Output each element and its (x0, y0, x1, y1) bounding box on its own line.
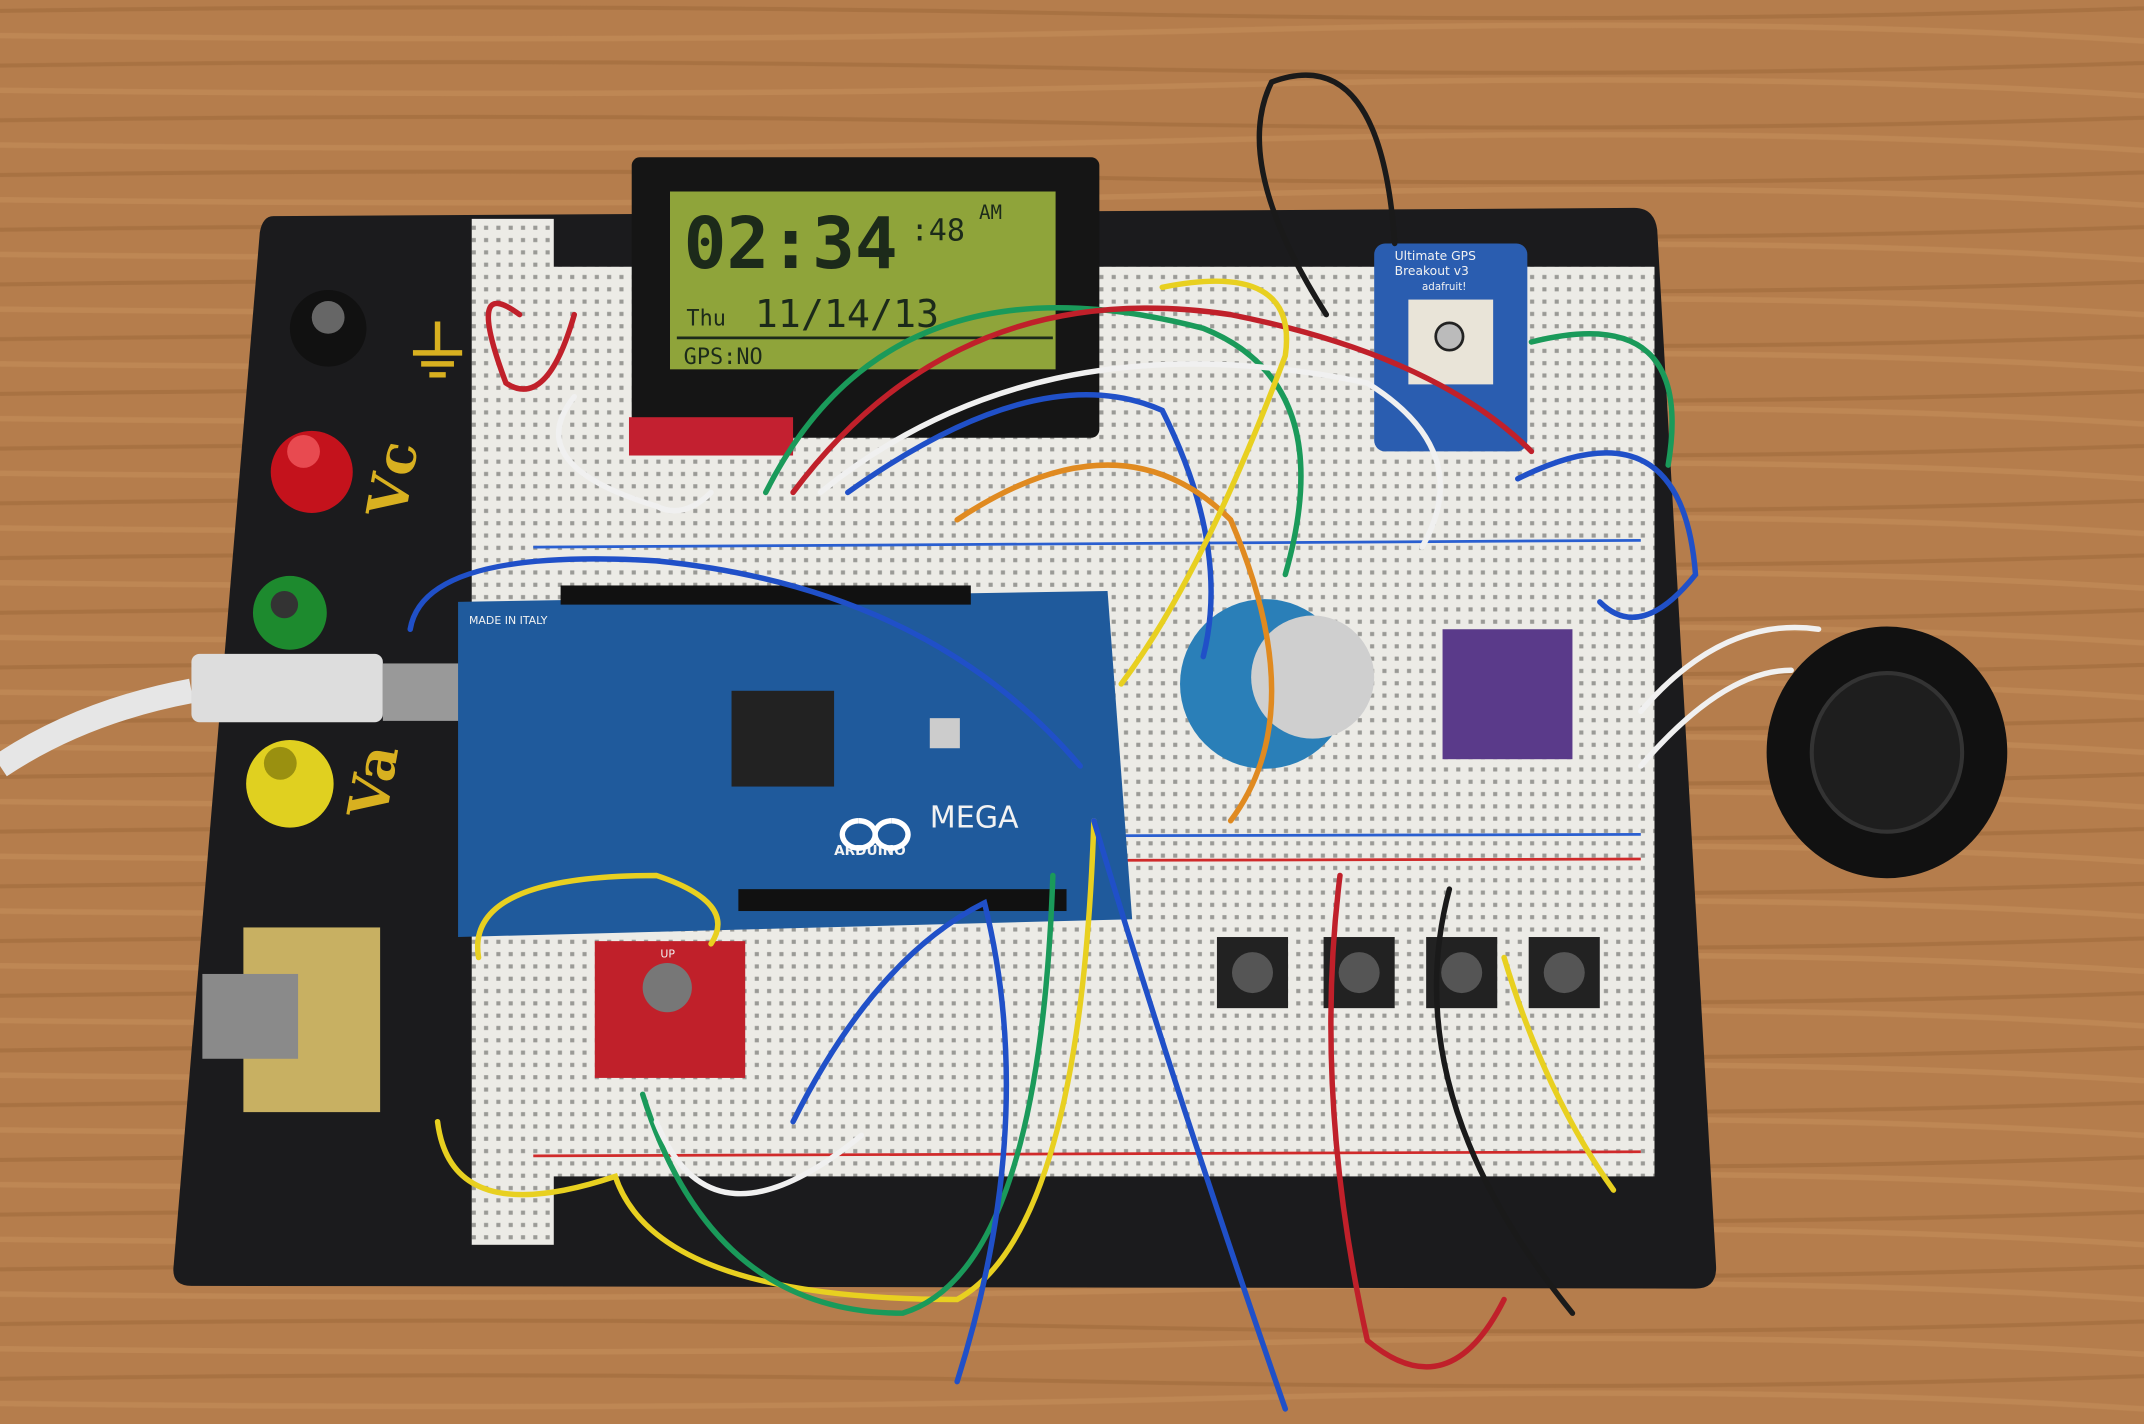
jumper-wires (407, 72, 1822, 1412)
microcontroller-chip (731, 690, 835, 787)
gps-brand: adafruit! (1422, 281, 1466, 293)
reset-button[interactable] (929, 718, 960, 749)
usb-plug-metal (382, 663, 465, 721)
ground-symbol-icon (412, 321, 463, 378)
joystick-breakout[interactable]: UP (594, 941, 746, 1078)
arduino-mega-board: MADE IN ITALY ARDUINO MEGA (458, 585, 1133, 938)
lcd-seconds: :48 (911, 214, 965, 249)
audio-module (1442, 629, 1573, 760)
push-button-2[interactable] (1323, 937, 1395, 1009)
lcd-meridiem: AM (979, 201, 1002, 224)
joystick-up-label: UP (660, 948, 675, 961)
lcd-display: 02:34 :48 AM Thu 11/14/13 GPS:NO (628, 157, 1100, 456)
arduino-model: MEGA (930, 801, 1019, 836)
lcd-time: 02:34 (684, 202, 898, 285)
rtc-module (1180, 599, 1375, 769)
gps-title-2: Breakout v3 (1395, 264, 1469, 278)
push-button-4[interactable] (1528, 937, 1600, 1009)
gps-title-1: Ultimate GPS (1395, 249, 1476, 263)
push-button-1[interactable] (1216, 937, 1289, 1009)
arduino-logo-icon (839, 818, 911, 851)
binding-post-va[interactable] (246, 740, 334, 828)
speaker (1766, 626, 2008, 879)
usb-plug (191, 653, 383, 723)
power-jack[interactable] (202, 973, 299, 1059)
lcd-day: Thu (686, 307, 726, 332)
lcd-date: 11/14/13 (755, 292, 939, 337)
va-label: Va (335, 740, 411, 824)
binding-post-ground[interactable] (289, 289, 367, 367)
lcd-status: GPS:NO (684, 345, 763, 370)
vc-label: Vc (354, 436, 430, 523)
gps-breakout: Ultimate GPS Breakout v3 adafruit! (1374, 243, 1528, 452)
made-in-label: MADE IN ITALY (469, 614, 548, 627)
binding-post-green[interactable] (252, 575, 327, 650)
usb-cable (0, 678, 194, 777)
binding-post-vc[interactable] (270, 430, 353, 513)
